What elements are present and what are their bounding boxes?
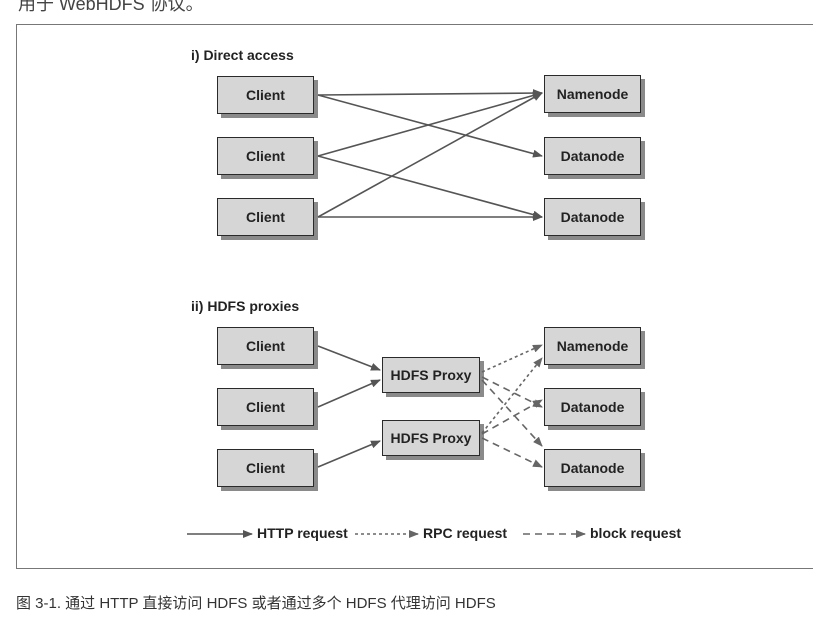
proxy-line-c1-p1 [317,345,381,371]
proxy-client-1: Client [217,327,314,365]
page-top-text: 用于 WebHDFS 协议。 [18,0,204,14]
hdfs-proxy-1: HDFS Proxy [382,357,480,393]
direct-datanode-1: Datanode [544,137,641,175]
section-title-proxies: ii) HDFS proxies [191,298,300,314]
proxy-line-c3-p2 [317,440,381,468]
rpc-line-p1-namenode [481,344,543,373]
legend-http-label: HTTP request [257,525,348,541]
direct-line-c1-namenode [317,89,543,98]
block-line-p2-datanode1 [481,399,543,435]
direct-namenode: Namenode [544,75,641,113]
block-line-p1-datanode1 [481,376,543,408]
direct-client-1: Client [217,76,314,114]
legend-block-label: block request [590,525,682,541]
proxy-client-3: Client [217,449,314,487]
proxy-datanode-2: Datanode [544,449,641,487]
proxy-datanode-1: Datanode [544,388,641,426]
block-line-p1-datanode2 [481,379,543,447]
direct-line-c1-datanode1 [317,94,543,158]
block-line-p2-datanode2 [481,437,543,468]
section-title-direct: i) Direct access [191,47,294,63]
figure-frame [16,24,813,569]
direct-datanode-2: Datanode [544,198,641,236]
direct-client-3: Client [217,198,314,236]
proxy-client-2: Client [217,388,314,426]
rpc-line-p2-namenode [481,357,543,434]
direct-line-c3-namenode [317,92,543,218]
figure-caption: 图 3-1. 通过 HTTP 直接访问 HDFS 或者通过多个 HDFS 代理访… [16,595,496,612]
proxy-line-c2-p1 [317,379,381,408]
legend-rpc-label: RPC request [423,525,508,541]
direct-client-2: Client [217,137,314,175]
hdfs-proxy-2: HDFS Proxy [382,420,480,456]
proxy-namenode: Namenode [544,327,641,365]
direct-line-c2-datanode2 [317,155,543,219]
direct-line-c2-namenode [317,91,543,157]
